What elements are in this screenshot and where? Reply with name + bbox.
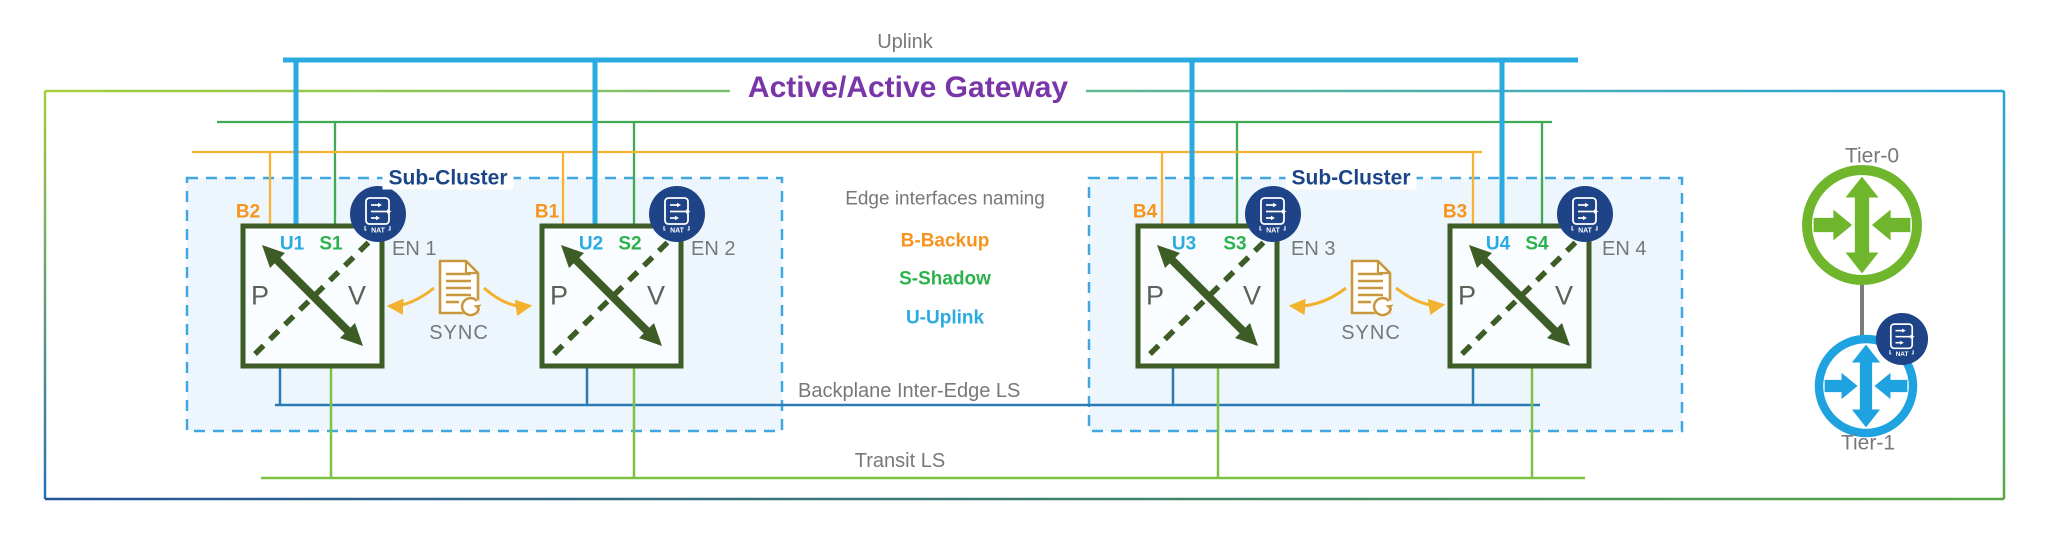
sub-cluster-1-label: Sub-Cluster	[382, 166, 514, 190]
sync-arrows	[386, 286, 1446, 317]
en3-uplink-if-label: U3	[1171, 233, 1197, 255]
en4-uplink-if-label: U4	[1485, 233, 1511, 255]
transit-ls-label: Transit LS	[854, 450, 946, 472]
sub-cluster-2-label: Sub-Cluster	[1285, 166, 1417, 190]
nat-icon	[1556, 185, 1614, 243]
en2-uplink-if-label: U2	[578, 233, 604, 255]
en1-shadow-if-label: S1	[319, 233, 343, 255]
diagram-title: Active/Active Gateway	[729, 69, 1087, 107]
sync-label-2: SYNC	[1341, 322, 1401, 344]
en4-name-label: EN 4	[1602, 238, 1647, 260]
en4-p-label: P	[1457, 280, 1477, 311]
transit-bus	[261, 366, 1585, 480]
en4-backup-if-label: B3	[1442, 201, 1468, 223]
en1-v-label: V	[347, 280, 367, 311]
sync-document-icon	[1350, 259, 1395, 319]
en2-p-label: P	[549, 280, 569, 311]
tier0-label: Tier-0	[1844, 144, 1900, 168]
en3-name-label: EN 3	[1291, 238, 1336, 260]
en2-shadow-if-label: S2	[618, 233, 642, 255]
en3-p-label: P	[1145, 280, 1165, 311]
en2-name-label: EN 2	[691, 238, 736, 260]
backplane-bus	[275, 366, 1540, 407]
legend-heading: Edge interfaces naming	[845, 188, 1045, 210]
legend-item-backup: B-Backup	[900, 230, 990, 252]
en3-v-label: V	[1242, 280, 1262, 311]
tier1-label: Tier-1	[1840, 431, 1896, 455]
en4-v-label: V	[1554, 280, 1574, 311]
legend-item-shadow: S-Shadow	[899, 268, 991, 290]
tier0-router-icon	[1807, 170, 1917, 280]
en1-uplink-if-label: U1	[279, 233, 305, 255]
legend-item-uplink: U-Uplink	[905, 307, 985, 329]
nat-icon	[1875, 312, 1929, 366]
backup-bus	[192, 150, 1482, 224]
en3-backup-if-label: B4	[1132, 201, 1158, 223]
en2-v-label: V	[646, 280, 666, 311]
en1-backup-if-label: B2	[235, 201, 261, 223]
sync-document-icon	[438, 259, 483, 319]
en2-backup-if-label: B1	[534, 201, 560, 223]
nat-icon	[349, 185, 407, 243]
en4-shadow-if-label: S4	[1525, 233, 1549, 255]
uplink-bus	[283, 57, 1578, 226]
nat-icon	[648, 185, 706, 243]
en1-name-label: EN 1	[392, 238, 437, 260]
backplane-ls-label: Backplane Inter-Edge LS	[798, 380, 1021, 402]
en3-shadow-if-label: S3	[1223, 233, 1247, 255]
en1-p-label: P	[250, 280, 270, 311]
nat-icon	[1244, 185, 1302, 243]
sync-label-1: SYNC	[429, 322, 489, 344]
uplink-bus-label: Uplink	[877, 31, 933, 53]
shadow-bus	[217, 120, 1552, 226]
